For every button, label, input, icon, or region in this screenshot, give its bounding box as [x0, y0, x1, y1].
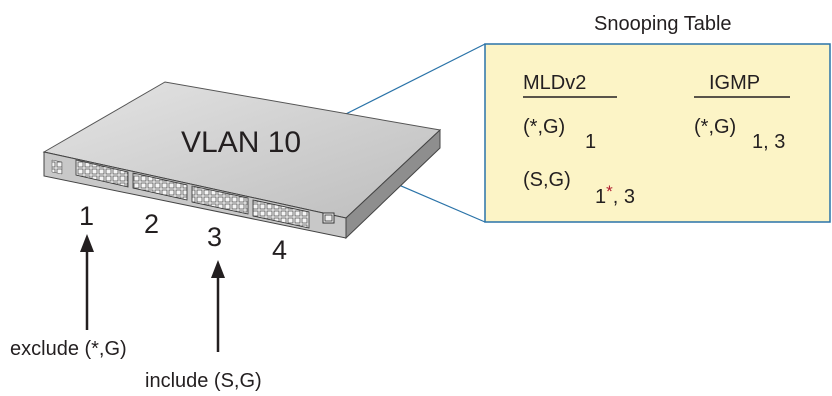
- mldv2-header: MLDv2: [523, 72, 587, 94]
- port-block-1: [75, 159, 129, 188]
- arrow-port-1-head: [80, 234, 94, 252]
- table-title: Snooping Table: [594, 13, 732, 35]
- mld-row2-port-1: 1: [595, 186, 607, 208]
- mld-row1-ports: 1: [585, 131, 597, 153]
- console-port-inner: [324, 214, 333, 222]
- port-block-2: [132, 172, 188, 201]
- callout-line-top: [321, 43, 486, 127]
- port1-caption: exclude (*,G): [10, 338, 127, 360]
- port-number-3: 3: [207, 222, 223, 252]
- port-number-4: 4: [272, 235, 288, 265]
- snooping-table-box: [484, 43, 831, 223]
- status-leds: [51, 159, 63, 175]
- igmp-header: IGMP: [709, 72, 761, 94]
- igmp-row1-ports: 1, 3: [752, 131, 786, 153]
- port3-caption: include (S,G): [145, 370, 262, 392]
- mld-row2-ports: 1*, 3: [595, 183, 635, 207]
- mld-row2-mark: *: [606, 182, 613, 201]
- port-block-3: [191, 185, 249, 215]
- switch-side-face: [345, 128, 441, 240]
- vlan-label: VLAN 10: [181, 126, 302, 159]
- mld-row1-entry: (*,G): [523, 116, 566, 138]
- mld-row2-port-3: , 3: [612, 186, 635, 208]
- port-number-2: 2: [144, 209, 160, 239]
- port-block-4: [252, 199, 310, 229]
- console-port: [322, 212, 335, 224]
- igmp-row1-entry: (*,G): [694, 116, 737, 138]
- mld-row2-entry: (S,G): [523, 169, 571, 191]
- arrow-port-3-head: [211, 260, 225, 278]
- port-number-1: 1: [79, 201, 95, 231]
